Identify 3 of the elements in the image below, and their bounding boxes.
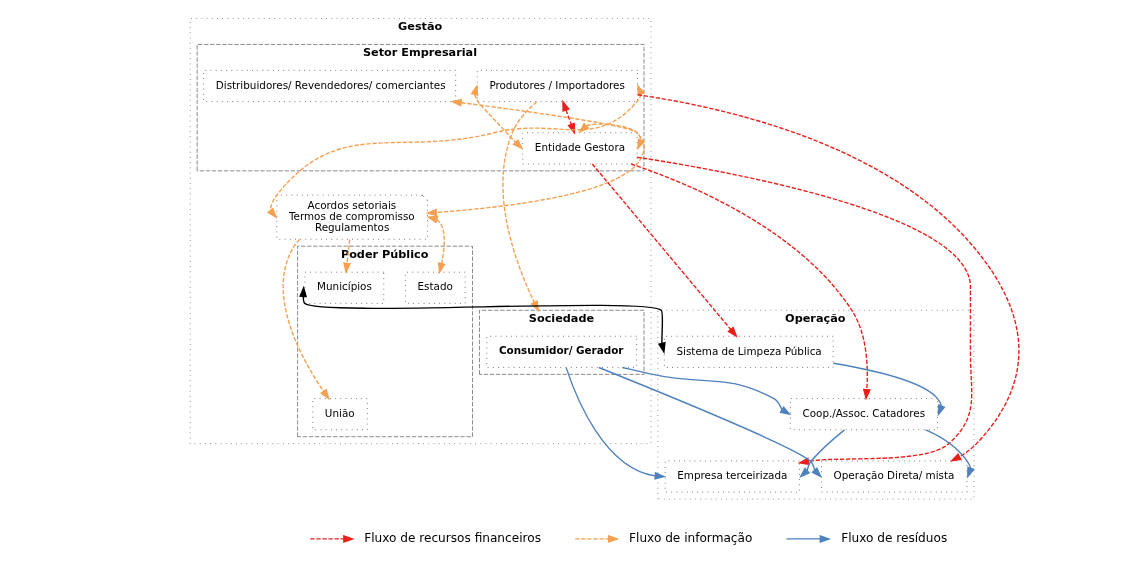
legend-label: Fluxo de informação [628,531,752,546]
legend-label: Fluxo de recursos financeiros [363,531,541,546]
legend-label: Fluxo de resíduos [840,531,947,546]
